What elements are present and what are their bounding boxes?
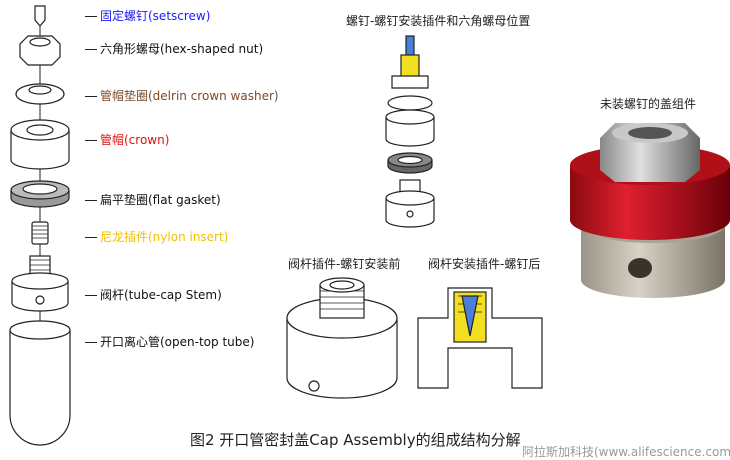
insert-yellow xyxy=(400,54,420,78)
before-title: 阀杆插件-螺钉安装前 xyxy=(288,257,401,271)
part-label-setscrew: 固定螺钉(setscrew) xyxy=(100,9,211,23)
part-label-tube: 开口离心管(open-top tube) xyxy=(100,335,255,349)
stem-before-drawing xyxy=(286,318,398,399)
part-label-hex-nut: 六角形螺母(hex-shaped nut) xyxy=(100,42,264,56)
crown-drawing xyxy=(10,130,70,170)
figure-caption: 图2 开口管密封盖Cap Assembly的组成结构分解 xyxy=(190,431,521,449)
photo-title: 未装螺钉的盖组件 xyxy=(600,97,697,111)
part-label-crown: 管帽(crown) xyxy=(100,133,170,147)
cap-photo xyxy=(570,123,730,298)
part-label-crown-washer: 管帽垫圈(delrin crown washer) xyxy=(100,89,279,103)
assembly-title: 螺钉-螺钉安装插件和六角螺母位置 xyxy=(346,14,531,28)
after-title: 阀杆安装插件-螺钉后 xyxy=(428,257,541,271)
part-label-flat-gasket: 扁平垫圈(flat gasket) xyxy=(100,193,221,207)
screw-blue xyxy=(405,35,415,57)
setscrew-drawing xyxy=(34,5,46,27)
nylon-insert-drawing xyxy=(31,221,49,245)
tube-drawing xyxy=(9,330,71,446)
part-label-nylon-insert: 尼龙插件(nylon insert) xyxy=(100,230,229,244)
watermark: 阿拉斯加科技(www.alifescience.com) xyxy=(522,445,730,459)
part-label-stem: 阀杆(tube-cap Stem) xyxy=(100,288,222,302)
